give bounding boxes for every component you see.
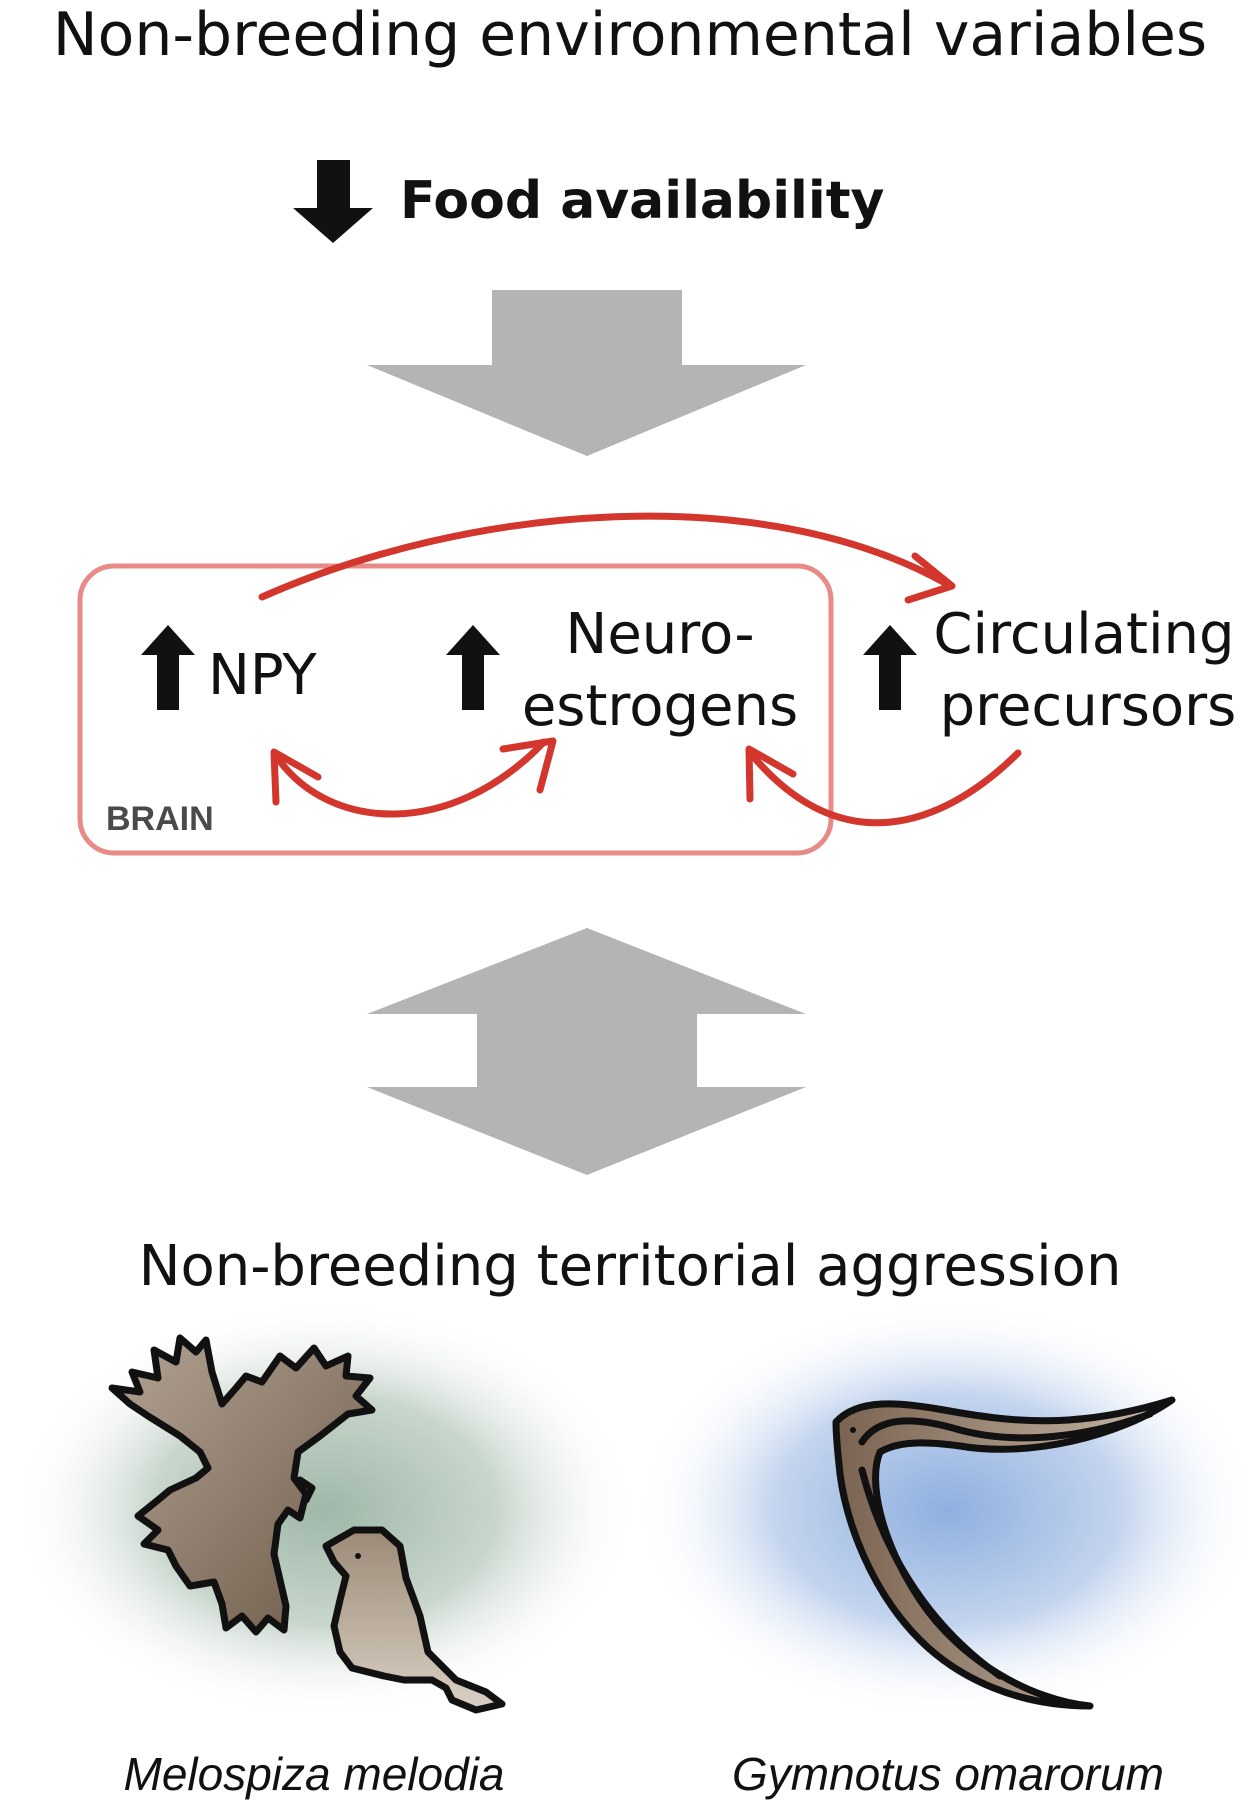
species-label-bird: Melospiza melodia [124,1748,505,1800]
npy-to-precursors-arrow [258,512,956,604]
precursors-to-neuroestrogens-arrow [745,745,1022,827]
food-down-arrow-icon [293,160,373,243]
npy-up-arrow-icon [141,625,195,710]
brain-label: BRAIN [106,800,214,838]
gray-down-arrow [367,290,806,456]
diagram-title: Non-breeding environmental variables [53,0,1207,70]
precursors-label-line1: Circulating [933,602,1234,667]
precursors-up-arrow-icon [863,625,917,710]
bird-icon [108,1334,506,1714]
food-availability-label: Food availability [400,171,884,231]
npy-label: NPY [208,643,317,708]
neuroestrogens-up-arrow-icon [446,625,500,710]
npy-neuroestrogens-feedback-arrow [270,737,557,818]
fish-icon [832,1396,1176,1710]
gray-bidirectional-arrow [367,928,806,1175]
outcome-label: Non-breeding territorial aggression [139,1234,1122,1299]
neuroestrogens-label-line2: estrogens [522,674,798,739]
species-label-fish: Gymnotus omarorum [732,1748,1164,1800]
fish-glow [633,1300,1258,1720]
neuroestrogens-label-line1: Neuro- [565,602,754,667]
precursors-label-line2: precursors [940,674,1237,739]
brain-box [77,563,834,856]
